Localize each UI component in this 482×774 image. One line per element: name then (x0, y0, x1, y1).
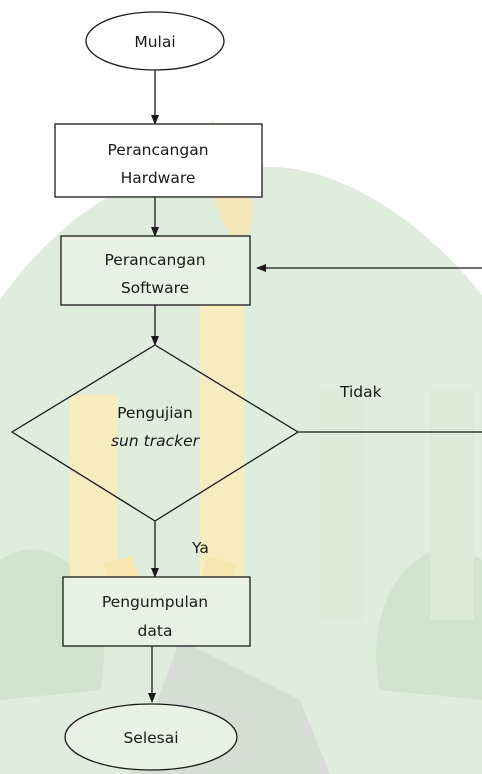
decision-label-line1: Pengujian (117, 404, 193, 422)
yes-branch-label: Ya (191, 539, 209, 557)
hardware-label-line2: Hardware (121, 169, 196, 187)
collect-node: Pengumpulan data (62, 576, 251, 647)
collect-label-line2: data (138, 622, 173, 640)
software-label-line2: Software (121, 279, 189, 297)
end-node: Selesai (64, 703, 238, 771)
no-branch-label: Tidak (339, 383, 382, 401)
decision-node: Pengujian sun tracker (10, 344, 300, 522)
connectors (148, 70, 482, 703)
software-node: Perancangan Software (60, 235, 251, 306)
collect-label-line1: Pengumpulan (102, 593, 208, 611)
software-label-line1: Perancangan (104, 251, 205, 269)
end-label: Selesai (123, 729, 178, 747)
uin-logo-watermark (0, 120, 482, 774)
hardware-label-line1: Perancangan (107, 141, 208, 159)
hardware-node: Perancangan Hardware (54, 123, 263, 198)
start-label: Mulai (134, 33, 175, 51)
start-node: Mulai (85, 11, 225, 71)
decision-label-line2: sun tracker (111, 432, 201, 450)
